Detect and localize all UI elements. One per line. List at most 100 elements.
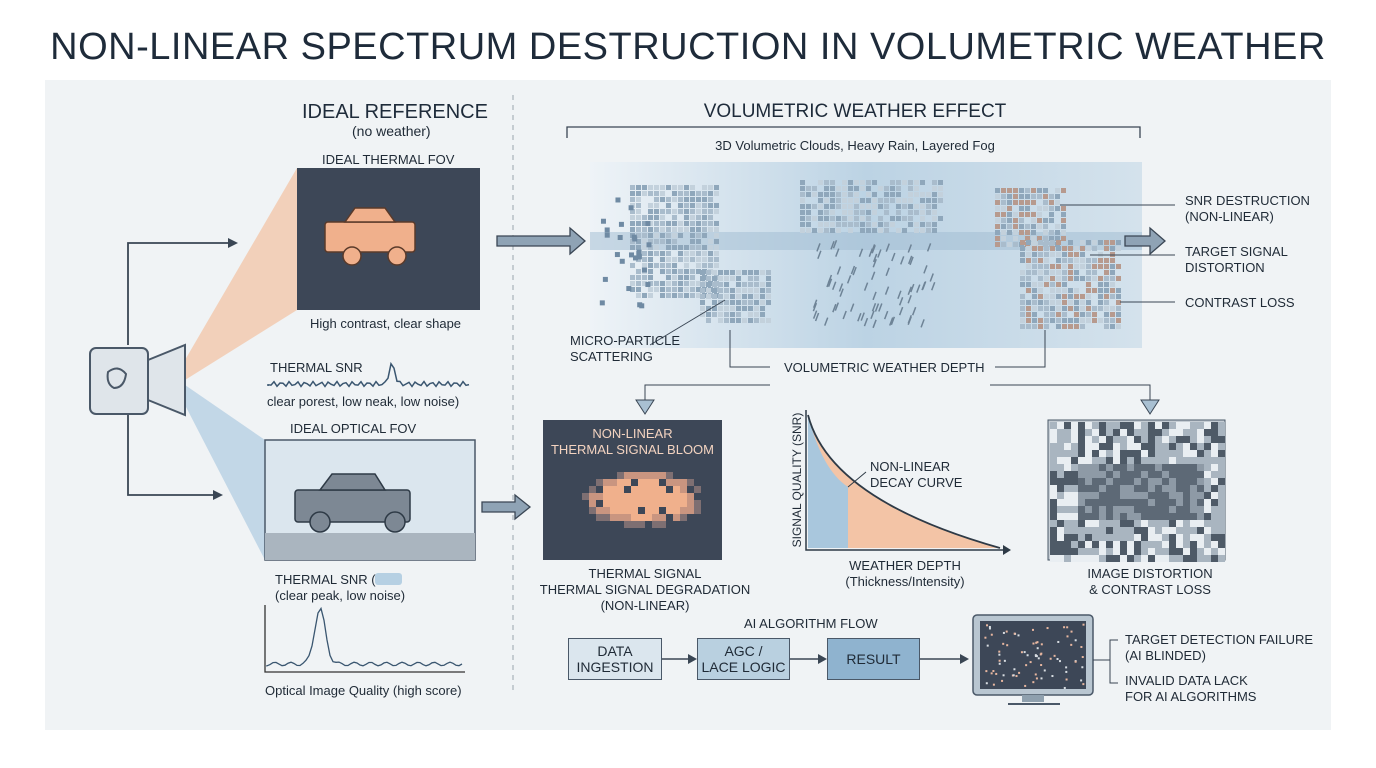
cloud-pixel — [630, 227, 635, 232]
noise-pixel — [1085, 422, 1092, 429]
cloud-pixel — [724, 282, 729, 287]
bloom-pixel — [638, 479, 645, 486]
bloom-pixel — [652, 493, 659, 500]
noise-pixel — [1211, 534, 1218, 541]
noise-pixel — [1120, 513, 1127, 520]
monitor-dot — [1002, 631, 1005, 634]
cloud-pixel — [690, 245, 695, 250]
monitor-dot — [1012, 674, 1015, 677]
cloud-pixel — [672, 215, 677, 220]
noise-pixel — [1050, 485, 1057, 492]
noise-pixel — [1057, 471, 1064, 478]
noise-pixel — [1078, 457, 1085, 464]
cloud-pixel — [1044, 240, 1049, 245]
cloud-pixel — [1110, 324, 1115, 329]
rain-streak — [863, 317, 869, 327]
cloud-pixel — [630, 281, 635, 286]
noise-pixel — [1106, 548, 1113, 555]
noise-pixel — [1169, 422, 1176, 429]
cloud-pixel — [1086, 258, 1091, 263]
cloud-pixel — [1025, 206, 1030, 211]
cloud-pixel — [848, 192, 853, 197]
cloud-pixel — [1056, 288, 1061, 293]
noise-pixel — [1050, 520, 1057, 527]
cloud-pixel — [866, 192, 871, 197]
cloud-pixel — [672, 233, 677, 238]
cloud-pixel — [1043, 188, 1048, 193]
noise-pixel — [1134, 527, 1141, 534]
monitor-dot — [986, 644, 989, 647]
noise-pixel — [1162, 527, 1169, 534]
cloud-pixel — [1068, 300, 1073, 305]
noise-pixel — [1120, 534, 1127, 541]
bloom-pixel — [645, 500, 652, 507]
noise-pixel — [1218, 485, 1225, 492]
noise-pixel — [1190, 534, 1197, 541]
weather-pixel-clouds — [599, 180, 1121, 329]
cloud-pixel — [636, 269, 641, 274]
cloud-pixel — [702, 197, 707, 202]
noise-pixel — [1162, 485, 1169, 492]
cloud-pixel — [684, 185, 689, 190]
noise-pixel — [1078, 485, 1085, 492]
cloud-pixel — [1104, 270, 1109, 275]
cloud-pixel — [648, 257, 653, 262]
bloom-pixel — [680, 479, 687, 486]
cloud-pixel — [1025, 236, 1030, 241]
thermal-snr-wave — [267, 361, 470, 388]
cloud-pixel — [672, 221, 677, 226]
noise-pixel — [1218, 506, 1225, 513]
cloud-pixel — [995, 188, 1000, 193]
rain-streak — [834, 302, 840, 311]
cloud-pixel — [800, 204, 805, 209]
noise-pixel — [1057, 555, 1064, 562]
cloud-pixel — [708, 203, 713, 208]
noise-pixel — [1050, 471, 1057, 478]
noise-pixel — [1078, 492, 1085, 499]
cloud-pixel — [1020, 270, 1025, 275]
cloud-pixel — [830, 210, 835, 215]
cloud-pixel — [1116, 240, 1121, 245]
cloud-pixel — [696, 293, 701, 298]
cloud-pixel — [666, 275, 671, 280]
cloud-pixel — [642, 215, 647, 220]
cloud-pixel — [660, 239, 665, 244]
cloud-pixel — [1025, 224, 1030, 229]
noise-pixel — [1176, 492, 1183, 499]
noise-pixel — [1183, 513, 1190, 520]
cloud-pixel — [800, 228, 805, 233]
noise-pixel — [1050, 478, 1057, 485]
cloud-pixel — [914, 192, 919, 197]
noise-pixel — [1218, 541, 1225, 548]
cloud-pixel — [654, 191, 659, 196]
noise-pixel — [1092, 520, 1099, 527]
noise-pixel — [1190, 527, 1197, 534]
noise-pixel — [1057, 506, 1064, 513]
cloud-pixel — [1020, 300, 1025, 305]
monitor-dot — [990, 633, 993, 636]
monitor-dot — [1005, 630, 1008, 633]
cloud-pixel — [884, 204, 889, 209]
cloud-pixel — [1056, 264, 1061, 269]
cloud-pixel — [1020, 294, 1025, 299]
noise-pixel — [1134, 464, 1141, 471]
rain-streak — [824, 317, 829, 326]
optical-vehicle-icon — [294, 473, 411, 533]
noise-pixel — [1071, 457, 1078, 464]
cloud-pixel — [730, 300, 735, 305]
bloom-pixel — [659, 514, 666, 521]
noise-pixel — [1134, 471, 1141, 478]
noise-pixel — [1190, 422, 1197, 429]
cloud-pixel — [660, 185, 665, 190]
cloud-pixel — [1080, 318, 1085, 323]
noise-pixel — [1106, 450, 1113, 457]
noise-pixel — [1148, 499, 1155, 506]
cloud-pixel — [712, 288, 717, 293]
cloud-pixel — [666, 251, 671, 256]
cloud-pixel — [708, 257, 713, 262]
particle — [628, 205, 634, 211]
noise-pixel — [1113, 499, 1120, 506]
noise-pixel — [1155, 534, 1162, 541]
noise-pixel — [1155, 457, 1162, 464]
monitor-dot — [1074, 660, 1077, 663]
